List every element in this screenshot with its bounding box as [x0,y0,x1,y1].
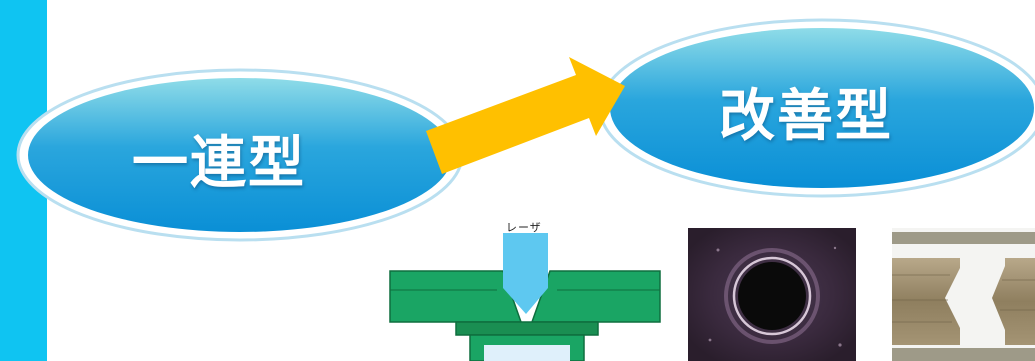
laser-drilling-diagram [390,233,660,361]
hole-photo [688,228,856,361]
board-layer-right [532,271,660,322]
right-oval-label: 改善型 [719,89,893,145]
copper-pad [456,322,598,335]
laser-label: レーザ [506,219,542,235]
arrow-icon [426,57,625,174]
left-oval-label: 一連型 [132,136,306,192]
cross-section-photo [892,228,1035,361]
board-layer-left [390,271,521,322]
